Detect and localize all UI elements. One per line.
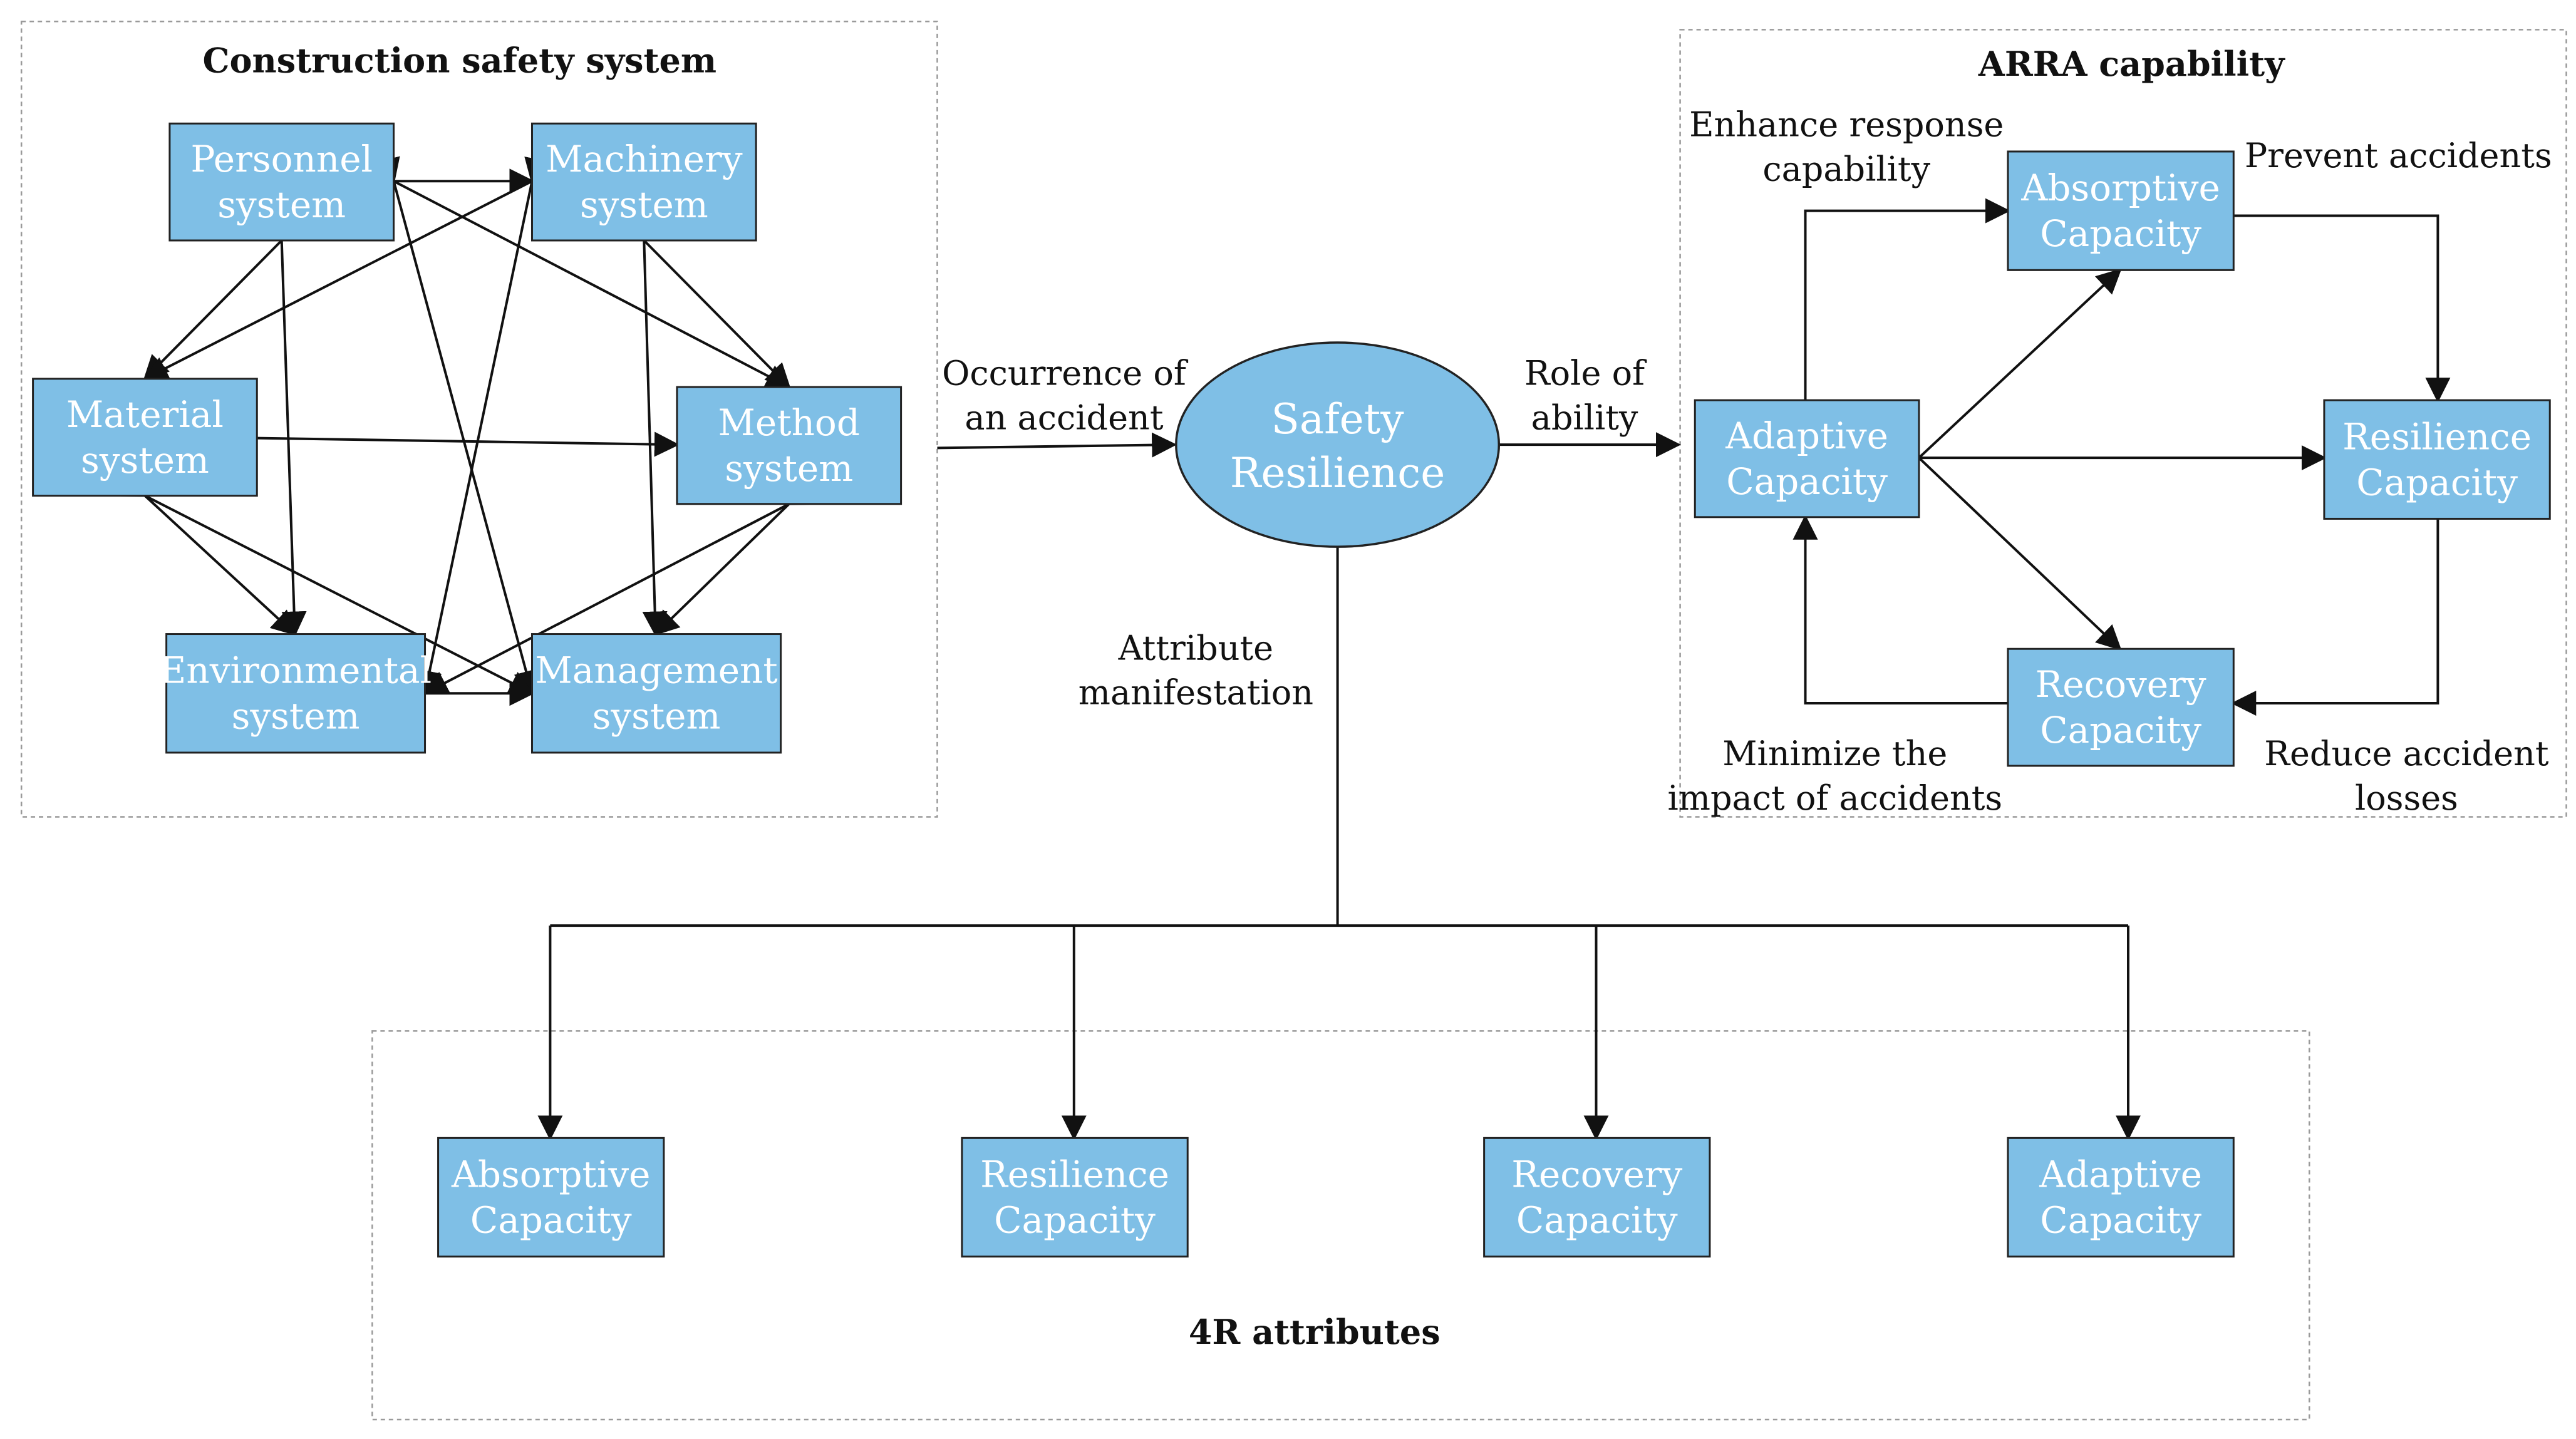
attr-adaptive-label-line-2: Capacity [2040, 1199, 2201, 1242]
arra-absorptive-node [2007, 150, 2235, 271]
enhance-label-line-1: Enhance response [1689, 105, 2004, 144]
arra-absorptive-label-line-2: Capacity [2040, 212, 2201, 255]
arra-recovery-node [2007, 647, 2235, 767]
arra-resilience-label-line-1: Resilience [2342, 415, 2532, 458]
reduce-label-line-2: losses [2355, 778, 2458, 818]
resilience-to-recovery-edge [2231, 518, 2439, 716]
absorptive-to-resilience-edge [2233, 214, 2451, 403]
attributes-group-frame [371, 1030, 2310, 1421]
enhance-label-line-2: capability [1762, 149, 1930, 188]
machinery-label-line-2: system [580, 183, 708, 226]
method-node [676, 386, 903, 505]
material-environmental-edge [120, 471, 297, 636]
material-label-line-1: Material [66, 393, 224, 436]
adaptive-to-recovery-edge [1918, 456, 2122, 651]
role-label-line-1: Role of [1524, 353, 1647, 393]
construction-group-title: Construction safety system [203, 41, 716, 81]
personnel-label-line-1: Personnel [190, 138, 373, 180]
method-management-edge [653, 479, 814, 636]
management-node [530, 633, 782, 754]
attribute-label-line-2: manifestation [1079, 673, 1313, 713]
management-label-line-1: Management [535, 649, 777, 692]
environmental-label-line-2: system [232, 695, 360, 738]
arra-adaptive-node [1694, 399, 1920, 518]
attr-absorptive-label-line-2: Capacity [470, 1199, 632, 1242]
environmental-label-line-1: Environmental [160, 649, 432, 692]
occurrence-edge [937, 432, 1177, 458]
safety-resilience-label-line-2: Resilience [1230, 449, 1446, 497]
personnel-label-line-2: system [217, 183, 346, 226]
management-label-line-2: system [592, 695, 721, 738]
arra-group-frame [1679, 29, 2567, 818]
personnel-material-edge [143, 215, 307, 381]
arra-recovery-label-line-1: Recovery [2035, 663, 2206, 706]
attr-resilience-label-line-1: Resilience [980, 1153, 1169, 1196]
personnel-environmental-edge [268, 217, 307, 637]
minimize-label-line-2: impact of accidents [1667, 778, 2002, 818]
minimize-label-line-1: Minimize the [1722, 734, 1947, 773]
arra-absorptive-label-line-1: Absorptive [2020, 167, 2220, 209]
attribute-label-line-1: Attribute [1118, 629, 1274, 668]
arra-resilience-node [2323, 399, 2551, 520]
arra-recovery-label-line-2: Capacity [2040, 709, 2201, 751]
arra-adaptive-label-line-2: Capacity [1726, 460, 1888, 503]
role-label-line-2: ability [1531, 398, 1638, 437]
recovery-to-adaptive-edge [1792, 514, 2008, 704]
attr-adaptive-label-line-1: Adaptive [2039, 1153, 2202, 1196]
adaptive-to-absorptive-diag-edge [1918, 268, 2122, 459]
method-label-line-1: Method [718, 401, 860, 444]
personnel-node [168, 122, 395, 242]
attr-absorptive-node [437, 1137, 665, 1258]
adaptive-to-absorptive-edge [1804, 198, 2010, 401]
machinery-method-edge [619, 215, 791, 389]
prevent-label-line-1: Prevent accidents [2245, 136, 2552, 175]
occurrence-label-line-2: an accident [965, 398, 1163, 437]
attr-resilience-label-line-2: Capacity [994, 1199, 1156, 1242]
arra-adaptive-label-line-1: Adaptive [1725, 415, 1888, 457]
environmental-node [165, 633, 427, 754]
occurrence-label-line-1: Occurrence of [942, 353, 1189, 393]
safety-resilience-label-line-1: Safety [1271, 395, 1405, 443]
safety-resilience-node [1175, 341, 1501, 548]
reduce-label-line-1: Reduce accident [2264, 734, 2549, 773]
attributes-group-title: 4R attributes [1189, 1312, 1441, 1352]
personnel-management-edge [375, 156, 539, 696]
attr-recovery-label-line-2: Capacity [1516, 1199, 1678, 1242]
attr-recovery-node [1483, 1137, 1711, 1258]
attr-adaptive-node [2007, 1137, 2235, 1258]
arra-resilience-label-line-2: Capacity [2356, 461, 2518, 503]
attr-recovery-label-line-1: Recovery [1511, 1153, 1682, 1196]
attr-resilience-node [961, 1137, 1189, 1258]
material-label-line-2: system [81, 439, 209, 482]
construction-group-frame [20, 20, 938, 818]
material-method-edge [234, 425, 680, 457]
arra-group-title: ARRA capability [1978, 44, 2285, 84]
method-label-line-2: system [725, 447, 853, 490]
machinery-environmental-edge [417, 156, 549, 696]
material-node [32, 378, 258, 497]
machinery-node [530, 122, 757, 242]
attr-absorptive-label-line-1: Absorptive [451, 1153, 651, 1196]
machinery-label-line-1: Machinery [546, 138, 743, 180]
